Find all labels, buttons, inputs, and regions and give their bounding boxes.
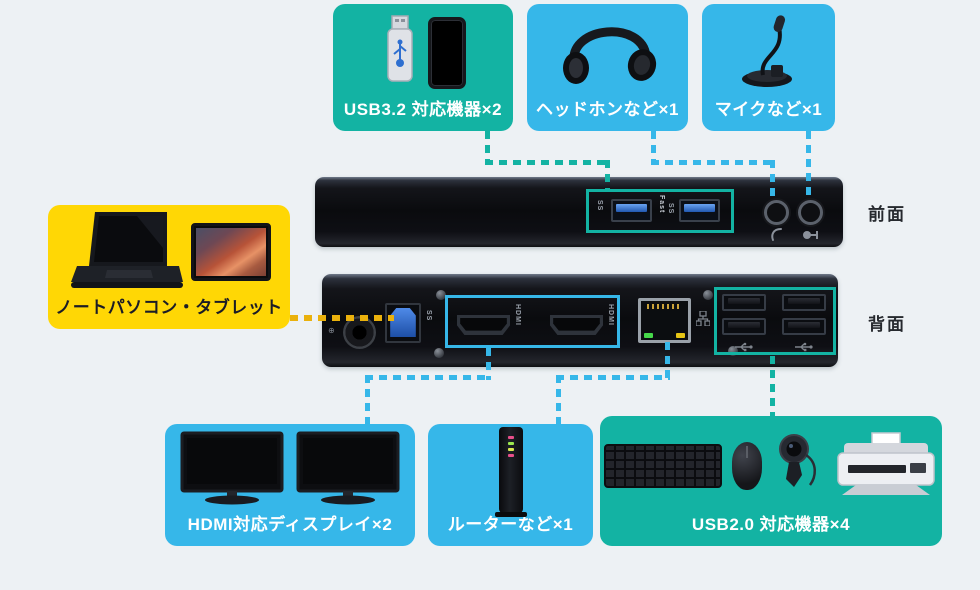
ethernet-port: [638, 298, 691, 343]
mic-jack: [798, 200, 823, 225]
usb32-art: [333, 4, 513, 101]
connector-ethernet-v1: [665, 342, 670, 380]
usb2-port: [782, 294, 826, 311]
front-view-label: 前面: [868, 205, 906, 224]
connector-hdmi-v2: [365, 375, 370, 424]
webcam-icon: [772, 433, 824, 500]
headphones-label: ヘッドホンなど×1: [536, 100, 679, 119]
mic-box: マイクなど×1: [702, 4, 835, 131]
router-art: [428, 424, 593, 517]
usb20-art: [600, 416, 942, 516]
smartphone-icon: [428, 16, 466, 89]
connector-mic-v: [806, 131, 811, 198]
headphones-art: [527, 4, 688, 101]
connector-headphones-h: [651, 160, 775, 165]
laptop-icon: [67, 208, 183, 297]
ethernet-led-yellow: [676, 333, 685, 338]
microphone-icon: [727, 9, 811, 96]
usb3-port: [679, 199, 720, 222]
mouse-icon: [732, 442, 762, 490]
connector-usb32-v2: [605, 160, 610, 190]
hdmi-marking: HDMI: [514, 304, 521, 326]
connector-usb32-v1: [485, 131, 490, 163]
back-hdmi-highlight-frame: [445, 295, 620, 348]
superspeed-marking: SS: [596, 200, 603, 212]
ethernet-led-green: [644, 333, 653, 338]
hdmi-port: [457, 315, 510, 335]
fast-charge-marking: Fast: [658, 195, 665, 214]
screw: [703, 290, 713, 300]
connector-headphones-v1: [651, 131, 656, 163]
headphone-jack: [764, 200, 789, 225]
front-usb3-highlight-frame: [586, 189, 734, 233]
hdmi-port: [550, 315, 603, 335]
printer-icon: [834, 431, 938, 502]
usb32-devices-label: USB3.2 対応機器×2: [343, 100, 503, 119]
power-polarity-icon: ⊕: [328, 326, 335, 335]
connector-ethernet-h: [556, 375, 670, 380]
connector-laptop-h: [290, 315, 394, 321]
usb2-port: [782, 318, 826, 335]
back-usb2-highlight-frame: [714, 287, 836, 355]
laptop-tablet-label: ノートパソコン・タブレット: [55, 298, 283, 317]
monitor-icon: [180, 431, 284, 510]
router-box: ルーターなど×1: [428, 424, 593, 546]
usb-flash-drive-icon: [380, 13, 420, 92]
connector-hdmi-h: [365, 375, 491, 380]
usb-trident-icon: [734, 339, 754, 357]
headphones-icon: [556, 12, 660, 93]
tablet-icon: [191, 223, 271, 281]
mic-art: [702, 4, 835, 101]
hdmi-displays-box: HDMI対応ディスプレイ×2: [165, 424, 415, 546]
router-label: ルーターなど×1: [447, 515, 574, 534]
hdmi-displays-label: HDMI対応ディスプレイ×2: [187, 515, 393, 534]
superspeed-marking: SS: [667, 203, 674, 215]
mic-jack-icon: [801, 227, 821, 247]
usb2-port: [722, 294, 766, 311]
laptop-tablet-art: [48, 205, 290, 299]
screw: [728, 346, 738, 356]
usb32-devices-box: USB3.2 対応機器×2: [333, 4, 513, 131]
hdmi-displays-art: [165, 424, 415, 516]
usb20-devices-box: USB2.0 対応機器×4: [600, 416, 942, 546]
superspeed-marking: SS: [425, 310, 432, 322]
dc-power-jack: [343, 316, 376, 349]
connector-usb32-h: [485, 160, 610, 165]
usb2-port: [722, 318, 766, 335]
usb20-devices-label: USB2.0 対応機器×4: [691, 515, 851, 534]
keyboard-icon: [604, 444, 722, 488]
laptop-tablet-box: ノートパソコン・タブレット: [48, 205, 290, 329]
monitor-icon: [296, 431, 400, 510]
usb-trident-icon: [794, 339, 814, 357]
router-icon: [494, 427, 527, 517]
usb3-port: [611, 199, 652, 222]
dock-back-view: ⊕ SS HDMI HDMI: [322, 274, 838, 367]
screw: [436, 290, 446, 300]
screw: [434, 348, 444, 358]
network-icon: [695, 310, 711, 331]
connector-hdmi-v1: [486, 348, 491, 380]
connector-headphones-v2: [770, 160, 775, 198]
connector-usb20-v: [770, 356, 775, 416]
mic-label: マイクなど×1: [714, 100, 823, 119]
hdmi-marking: HDMI: [607, 304, 614, 326]
connector-ethernet-v2: [556, 375, 561, 424]
back-view-label: 背面: [868, 315, 906, 334]
dock-front-view: SS Fast SS: [315, 177, 843, 247]
usb-b-host-port: [385, 303, 421, 343]
headphones-box: ヘッドホンなど×1: [527, 4, 688, 131]
headphone-jack-icon: [767, 227, 785, 247]
